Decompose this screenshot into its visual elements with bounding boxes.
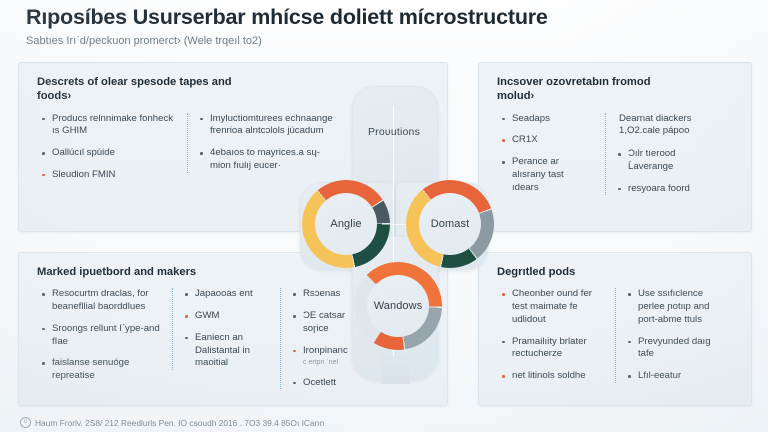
donut-hole: [419, 193, 481, 255]
bullet-list: Cheonber ound fer test maimate fe udlido…: [501, 288, 603, 383]
column-lead-text: Dearnat diackers 1,O2.cale pápoo: [619, 112, 692, 137]
bullet-list: Rsɔenas ƆE catsar soɼice Ironpinanc c er…: [292, 288, 368, 389]
list-item: Ɔılr tıerood Ĺaverange: [617, 148, 718, 174]
center-cross-diagram: Proʋutions Anglie Domast Wandows: [300, 86, 494, 386]
list-item: Use ssıfıclence perlee ɲotıɩp and port-a…: [627, 288, 721, 326]
list-item: Pramailıity brlater rectucherze: [501, 336, 603, 362]
list-item: 4ebaıos to mayrices.a sɥ-mion fıulıj euc…: [199, 147, 335, 173]
list-item-label: Ironpinanc: [303, 344, 348, 356]
donut-label: Domast: [430, 218, 470, 230]
donut-hole: [315, 193, 377, 255]
list-item: Ironpinanc c ertpn ˈnel: [292, 345, 368, 368]
center-label: Proʋutions: [367, 126, 421, 138]
page-title: Rıposíbes Usurserbar mhícse dolіett mícr…: [26, 5, 548, 29]
list-item: Japaooas ent: [184, 288, 268, 301]
bullet-list: Producs relnnimake fonheck ıs GHIM Oallú…: [41, 113, 175, 182]
list-item: CR1X: [501, 134, 593, 147]
list-item: Ocetlett: [292, 377, 368, 390]
bullet-list: Ɔılr tıerood Ĺaverange resyoara foord: [617, 148, 718, 195]
page-subtitle: Sabtıes Irıˊd/peckuon promerct› (Wele tr…: [26, 35, 262, 48]
panel-top-right: Incsover ozovretabın fromod molud› Seada…: [478, 62, 752, 232]
list-item: Sleudion FMIN: [41, 169, 175, 182]
panel-top-left-heading: Descrets of olear spesode tapes and food…: [37, 76, 232, 103]
copyright-icon: c: [20, 417, 31, 428]
panel-bottom-right-heading: Degrıtled pods: [497, 266, 576, 278]
list-item: net litinols soldhe: [501, 370, 603, 383]
list-item: Perance ar alısrany tast ıdears: [501, 156, 593, 194]
cross-axis-vertical: [393, 106, 394, 356]
list-item: Seadaps: [501, 113, 593, 126]
donut-chart-anglie: Anglie: [302, 180, 390, 268]
panel-bottom-right-column-1: Cheonber ound fer test maimate fe udlido…: [497, 288, 615, 383]
donut-label: Anglie: [330, 218, 362, 230]
bullet-list: Use ssıfıclence perlee ɲotıɩp and port-a…: [627, 288, 721, 383]
donut-chart-wandows: Wandows: [354, 262, 442, 350]
panel-bottom-left-column-2: Japaooas ent GWM Eaniecn an Dalistantal …: [172, 288, 280, 371]
panel-bottom-right-column-2: Use ssıfıclence perlee ɲotıɩp and port-a…: [615, 288, 733, 383]
panel-top-right-column-1: Seadaps CR1X Perance ar alısrany tast ıd…: [497, 113, 605, 195]
header: Rıposíbes Usurserbar mhícse dolіett mícr…: [26, 4, 746, 48]
list-item: Sroongs rellunt Iˊype-and fIae: [41, 323, 160, 349]
cross-axis-horizontal: [312, 224, 474, 225]
bullet-list: Seadaps CR1X Perance ar alısrany tast ıd…: [501, 113, 593, 195]
list-item: ƆE catsar soɼice: [292, 310, 368, 336]
list-item: Prevyunded daıg tafe: [627, 336, 721, 362]
panel-bottom-left-heading: Marked ipuetbord and makers: [37, 266, 197, 278]
panel-bottom-left-column-3: Rsɔenas ƆE catsar soɼice Ironpinanc c er…: [280, 288, 380, 390]
list-item: Resocurtm draclas, for beanefllial baord…: [41, 288, 160, 314]
list-item: Eaniecn an Dalistantal in maoitial: [184, 332, 268, 370]
bullet-list: Imyluctiomturees echnaange frenrioa alnt…: [199, 113, 335, 173]
panel-bottom-left-column-1: Resocurtm draclas, for beanefllial baord…: [37, 288, 172, 383]
footer: c Haum Frorlv. 2S8/ 212 Reedlurls Pen. I…: [20, 417, 324, 428]
list-item: Oallúcıl spúide: [41, 147, 175, 160]
donut-label: Wandows: [373, 300, 423, 312]
list-item: Producs relnnimake fonheck ıs GHIM: [41, 113, 175, 139]
list-item: Rsɔenas: [292, 288, 368, 301]
list-item: Cheonber ound fer test maimate fe udlido…: [501, 288, 603, 326]
list-item-subtext: c ertpn ˈnel: [303, 359, 339, 367]
donut-hole: [367, 275, 429, 337]
list-item: Imyluctiomturees echnaange frenrioa alnt…: [199, 113, 335, 139]
panel-bottom-right: Degrıtled pods Cheonber ound fer test ma…: [478, 252, 752, 406]
list-item: resyoara foord: [617, 183, 718, 196]
footer-text: Haum Frorlv. 2S8/ 212 Reedlurls Pen. IO …: [35, 417, 325, 428]
panel-top-left-column-2: Imyluctiomturees echnaange frenrioa alnt…: [187, 112, 347, 173]
bullet-list: Resocurtm draclas, for beanefllial baord…: [41, 288, 160, 383]
list-item: Lfıl-eeatur: [627, 370, 721, 383]
bullet-list: Japaooas ent GWM Eaniecn an Dalistantal …: [184, 288, 268, 370]
list-item: faislanse senuóge repreatise: [41, 357, 160, 383]
panel-top-right-column-2: Dearnat diackers 1,O2.cale pápoo Ɔılr tı…: [605, 112, 730, 196]
donut-chart-domast: Domast: [406, 180, 494, 268]
list-item: GWM: [184, 310, 268, 323]
panel-top-left-column-1: Producs relnnimake fonheck ıs GHIM Oallú…: [37, 113, 187, 182]
panel-top-right-heading: Incsover ozovretabın fromod molud›: [497, 76, 651, 103]
